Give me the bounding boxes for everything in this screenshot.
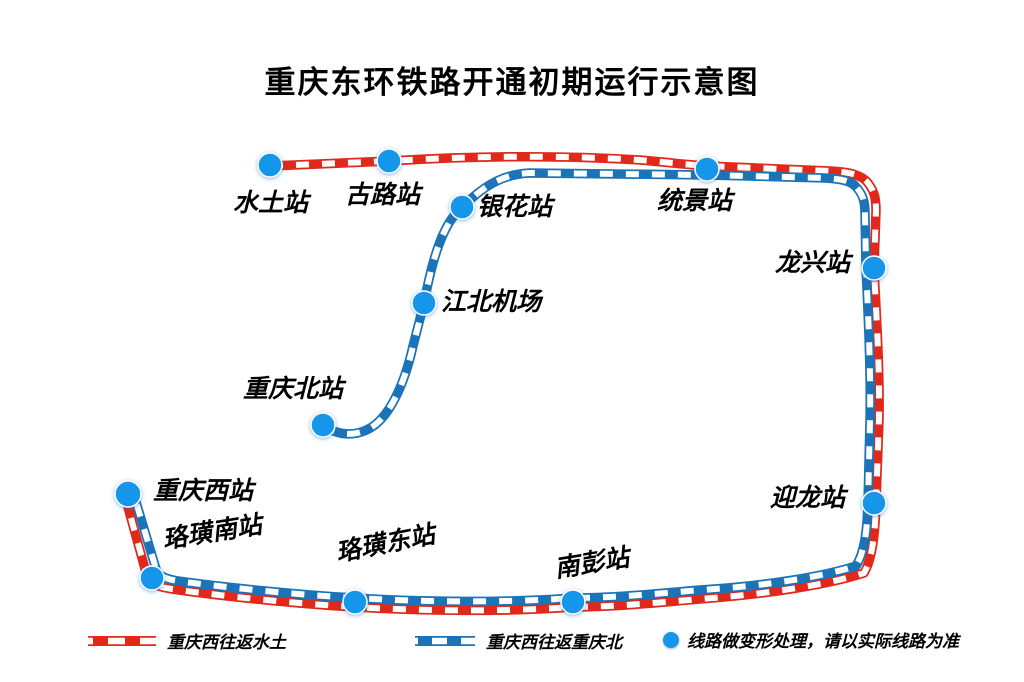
station-dot-shuitu: [257, 152, 283, 178]
legend-item-blue-line: 重庆西往返重庆北: [412, 628, 622, 653]
page-title: 重庆东环铁路开通初期运行示意图: [264, 65, 760, 100]
station-label-chongqingbei: 重庆北站: [243, 375, 344, 403]
legend-label-note: 线路做变形处理，请以实际线路为准: [687, 632, 959, 651]
station-label-yinhua: 银花站: [477, 193, 553, 221]
legend: 重庆西往返水土 重庆西往返重庆北 线路做变形处理，请以实际线路为准: [0, 622, 1024, 662]
station-label-shuitu: 水土站: [233, 189, 309, 217]
legend-label-blue-line: 重庆西往返重庆北: [486, 633, 622, 652]
station-dot-icon: [663, 631, 679, 648]
station-dot-luohuangdong: [342, 589, 368, 615]
station-dot-gulu: [376, 148, 402, 174]
station-dot-chongqingxi: [114, 480, 142, 508]
station-dot-yinhua: [449, 194, 475, 220]
station-label-yinglong: 迎龙站: [770, 484, 846, 512]
station-dot-longxing: [861, 255, 887, 281]
station-dot-jiangbeijichang: [411, 290, 437, 316]
station-dot-tongjing: [694, 156, 720, 182]
station-dot-chongqingbei: [310, 412, 336, 438]
station-label-gulu: 古路站: [345, 181, 421, 209]
legend-label-red-line: 重庆西往返水土: [167, 633, 286, 652]
station-label-chongqingxi: 重庆西站: [153, 477, 254, 505]
station-dots: [114, 148, 887, 615]
station-label-jiangbeijichang: 江北机场: [441, 288, 542, 316]
blue-line-dashes: [130, 170, 874, 605]
red-line-swatch-icon: [88, 635, 156, 646]
blue-line-swatch-icon: [415, 635, 475, 646]
station-dot-yinglong: [861, 490, 887, 516]
red-line: [120, 151, 884, 616]
red-line-dashes: [121, 153, 883, 614]
station-label-tongjing: 统景站: [657, 187, 733, 215]
station-dot-nanpeng: [560, 589, 586, 615]
legend-item-red-line: 重庆西往返水土: [85, 628, 286, 653]
station-label-longxing: 龙兴站: [775, 249, 851, 277]
legend-item-station-dot: 线路做变形处理，请以实际线路为准: [663, 627, 959, 652]
station-dot-luohuangnan: [139, 565, 165, 591]
blue-line: [128, 168, 875, 607]
